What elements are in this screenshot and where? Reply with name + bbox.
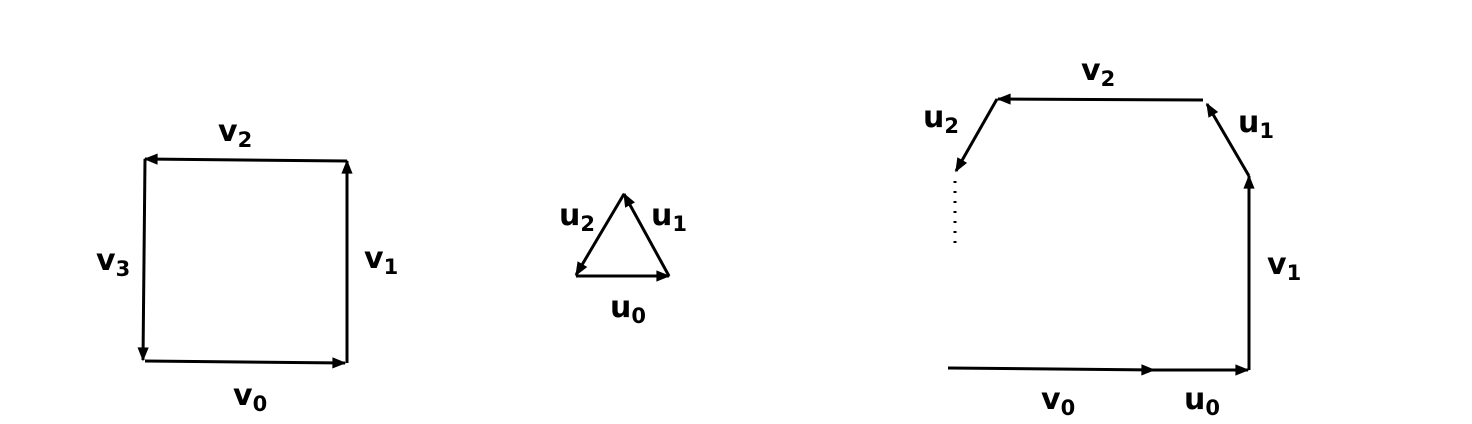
- polygon-label-u2-sub: 2: [944, 114, 959, 138]
- square-label-v1: v1: [364, 241, 398, 279]
- triangle-label-u0-name: u: [610, 290, 631, 325]
- triangle-label-u0-sub: 0: [631, 304, 646, 328]
- triangle-edge-u2-arrow: [574, 193, 626, 277]
- square-label-v3: v3: [96, 243, 130, 281]
- triangle-label-u2-name: u: [559, 198, 580, 233]
- polygon-label-u0-sub: 0: [1205, 396, 1220, 420]
- polygon-label-v1-name: v: [1267, 247, 1287, 282]
- triangle-edge-u1-arrow: [622, 192, 671, 277]
- square-label-v0-name: v: [233, 378, 253, 413]
- square-label-v3-name: v: [96, 243, 116, 278]
- square-label-v2: v2: [218, 114, 252, 152]
- square-edge-v0-arrow: [144, 357, 347, 369]
- square-label-v0-sub: 0: [253, 392, 268, 416]
- square-label-v0: v0: [233, 378, 267, 416]
- polygon-label-v1: v1: [1267, 247, 1301, 285]
- polygon-label-v2-sub: 2: [1101, 67, 1116, 91]
- polygon-edge-v2-arrow: [996, 93, 1204, 105]
- triangle-label-u0: u0: [610, 290, 646, 328]
- polygon-label-u0: u0: [1184, 382, 1220, 420]
- polygon-label-u2-name: u: [923, 100, 944, 135]
- polygon-label-v0-sub: 0: [1061, 396, 1076, 420]
- polygon-label-u0-name: u: [1184, 382, 1205, 417]
- polygon-edge-u2-arrow: [954, 98, 999, 173]
- square-label-v2-name: v: [218, 114, 238, 149]
- polygon-label-v0-name: v: [1041, 382, 1061, 417]
- triangle-label-u2-sub: 2: [580, 212, 595, 236]
- polygon-edge-u1-arrow: [1205, 102, 1251, 177]
- polygon-label-u1: u1: [1238, 105, 1274, 143]
- polygon-label-v0: v0: [1041, 382, 1075, 420]
- triangle-label-u2: u2: [559, 198, 595, 236]
- triangle-label-u1-name: u: [651, 198, 672, 233]
- polygon-edge-v0-arrow: [947, 364, 1156, 376]
- square-label-v2-sub: 2: [238, 128, 253, 152]
- square-edge-v3-arrow: [137, 158, 149, 362]
- polygon-label-u2: u2: [923, 100, 959, 138]
- polygon-label-v2: v2: [1081, 53, 1115, 91]
- square-label-v3-sub: 3: [116, 257, 131, 281]
- square-figure: v0 v1 v2 v3: [96, 114, 398, 416]
- polygon-label-v1-sub: 1: [1287, 261, 1302, 285]
- polygon-label-u1-name: u: [1238, 105, 1259, 140]
- triangle-label-u1-sub: 1: [672, 212, 687, 236]
- triangle-label-u1: u1: [651, 198, 687, 236]
- square-label-v1-sub: 1: [384, 255, 399, 279]
- polygon-label-u1-sub: 1: [1259, 119, 1274, 143]
- square-label-v1-name: v: [364, 241, 384, 276]
- open-polygon-figure: v0 u0 v1 u1 v2 u2: [923, 53, 1301, 420]
- triangle-figure: u0 u1 u2: [559, 192, 687, 328]
- polygon-label-v2-name: v: [1081, 53, 1101, 88]
- square-edge-v2-arrow: [143, 153, 348, 165]
